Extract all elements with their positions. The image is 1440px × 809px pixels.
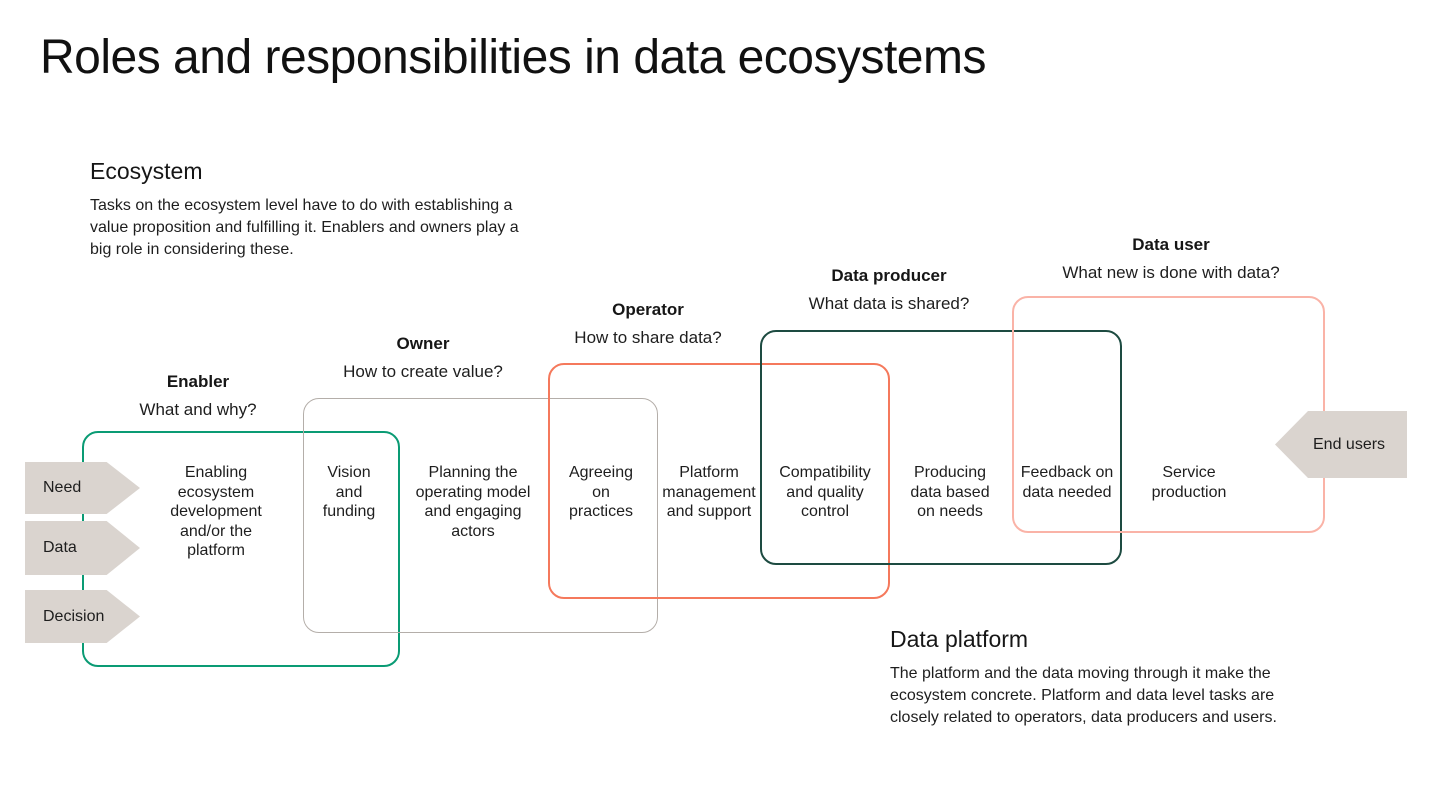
- task-platform-management-support: Platform management and support: [662, 464, 756, 520]
- task-producing-data-on-needs: Producing data based on needs: [910, 464, 990, 520]
- data-producer-box: [760, 330, 1122, 565]
- ecosystem-note-body: Tasks on the ecosystem level have to do …: [90, 197, 519, 258]
- task-service-production: Service production: [1151, 464, 1227, 501]
- data-user-question: What new is done with data?: [1062, 263, 1280, 282]
- task-planning-operating-model: Planning the operating model and engagin…: [415, 464, 531, 540]
- data-user-name: Data user: [1132, 235, 1210, 254]
- task-enabling-ecosystem-development: Enabling ecosystem development and/or th…: [170, 464, 262, 559]
- ecosystem-note-heading: Ecosystem: [90, 158, 203, 184]
- operator-label: Operator How to share data?: [574, 300, 721, 348]
- enabler-question: What and why?: [139, 400, 257, 419]
- owner-name: Owner: [396, 334, 450, 353]
- data-platform-note-heading: Data platform: [890, 626, 1029, 652]
- data-producer-question: What data is shared?: [808, 294, 970, 313]
- end-users-arrow-label: End users: [1313, 435, 1386, 453]
- owner-question: How to create value?: [343, 362, 503, 381]
- data-arrow-label: Data: [43, 539, 77, 556]
- task-agreeing-on-practices: Agreeing on practices: [568, 464, 634, 520]
- ecosystem-note: Ecosystem Tasks on the ecosystem level h…: [90, 158, 530, 261]
- owner-box: [303, 398, 658, 633]
- data-producer-label: Data producer What data is shared?: [809, 266, 970, 314]
- need-arrow-label: Need: [43, 479, 82, 496]
- task-compatibility-quality-control: Compatibility and quality control: [779, 464, 871, 520]
- data-producer-name: Data producer: [831, 266, 947, 285]
- operator-question: How to share data?: [574, 328, 722, 347]
- data-user-label: Data user What new is done with data?: [1062, 235, 1279, 283]
- operator-box: [548, 363, 890, 599]
- operator-name: Operator: [612, 300, 684, 319]
- task-feedback-on-data-needed: Feedback on data needed: [1020, 464, 1114, 501]
- task-vision-and-funding: Vision and funding: [322, 464, 376, 520]
- page-title: Roles and responsibilities in data ecosy…: [40, 31, 986, 84]
- enabler-name: Enabler: [166, 372, 230, 391]
- owner-label: Owner How to create value?: [343, 334, 503, 382]
- data-platform-note: Data platform The platform and the data …: [890, 626, 1305, 729]
- data-platform-note-body: The platform and the data moving through…: [890, 665, 1277, 726]
- decision-arrow-label: Decision: [43, 607, 105, 625]
- enabler-label: Enabler What and why?: [139, 372, 256, 420]
